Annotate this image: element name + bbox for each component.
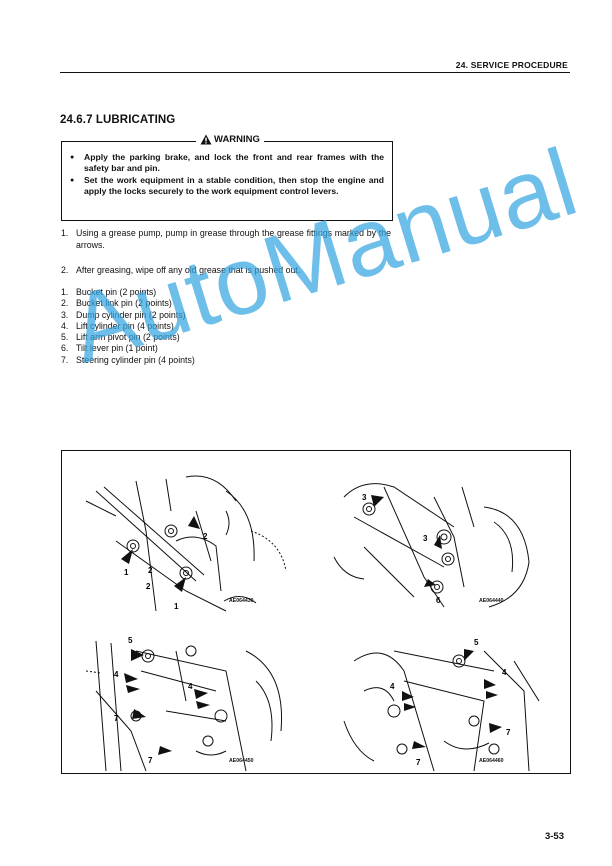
list-item: 7. Steering cylinder pin (4 points): [61, 355, 391, 366]
step-text: Using a grease pump, pump in grease thro…: [76, 228, 391, 250]
procedure-step: 2. After greasing, wipe off any old grea…: [61, 265, 391, 277]
figure-left-side-pins: 5 4 4 7 7: [85, 636, 283, 772]
figure-label: 5: [474, 638, 479, 647]
figure-label: 7: [148, 756, 153, 765]
header-title: 24. SERVICE PROCEDURE: [455, 60, 568, 70]
figure-label: 3: [362, 493, 367, 502]
page-header: 24. SERVICE PROCEDURE: [60, 58, 570, 73]
figure-label: 7: [114, 714, 119, 723]
item-text: Lift arm pivot pin (2 points): [76, 332, 180, 343]
figure-code: AE064450: [229, 758, 254, 764]
figure-label: 1: [174, 602, 179, 611]
figure-label: 4: [390, 682, 395, 691]
figure-bucket-pins: 2 1 2 1 2: [85, 475, 287, 612]
warning-label: WARNING: [214, 134, 260, 145]
warning-triangle-icon: [200, 134, 212, 145]
figure-code: AE064460: [479, 758, 504, 764]
list-item: 4. Lift cylinder pin (4 points): [61, 321, 391, 332]
warning-list: Apply the parking brake, and lock the fr…: [70, 152, 384, 197]
figure-label: 7: [506, 728, 511, 737]
figure-label: 2: [146, 582, 151, 591]
figure-label: 7: [416, 758, 421, 767]
item-number: 7.: [61, 354, 69, 365]
figure-label: 2: [203, 532, 208, 541]
figure-label: 4: [188, 682, 193, 691]
figure-label: 1: [124, 568, 129, 577]
item-text: Dump cylinder pin (2 points): [76, 309, 186, 320]
item-number: 3.: [61, 309, 69, 320]
grease-points-list: 1. Bucket pin (2 points) 2. Bucket link pi…: [61, 287, 391, 366]
item-number: 4.: [61, 320, 69, 331]
lubrication-figure-frame: 2 1 2 1 2 AE064430 3 3 6 AE064440: [61, 450, 571, 774]
step-number: 1.: [61, 228, 69, 238]
warning-box: WARNING Apply the parking brake, and loc…: [61, 134, 393, 221]
item-number: 6.: [61, 343, 69, 354]
list-item: 6. Tilt lever pin (1 point): [61, 343, 391, 354]
step-number: 2.: [61, 265, 69, 275]
figure-code: AE064440: [479, 598, 504, 604]
warning-item: Apply the parking brake, and lock the fr…: [70, 152, 384, 175]
figure-label: 6: [436, 596, 441, 605]
figure-label: 5: [128, 636, 133, 645]
step-text: After greasing, wipe off any old grease …: [76, 265, 301, 275]
figure-label: 3: [423, 534, 428, 543]
item-text: Lift cylinder pin (4 points): [76, 320, 174, 331]
item-text: Tilt lever pin (1 point): [76, 343, 158, 354]
item-text: Steering cylinder pin (4 points): [76, 354, 195, 365]
list-item: 3. Dump cylinder pin (2 points): [61, 310, 391, 321]
procedure-steps: 1. Using a grease pump, pump in grease t…: [61, 228, 391, 291]
warning-item: Set the work equipment in a stable condi…: [70, 175, 384, 198]
procedure-step: 1. Using a grease pump, pump in grease t…: [61, 228, 391, 251]
list-item: 2. Bucket link pin (2 points): [61, 298, 391, 309]
item-number: 2.: [61, 298, 69, 309]
figure-right-side-pins: 5 4 4 7 7: [343, 638, 540, 772]
item-text: Bucket pin (2 points): [76, 287, 157, 297]
figure-label: 4: [502, 668, 507, 677]
figure-code: AE064430: [229, 598, 254, 604]
figure-dump-cylinder-pins: 3 3 6: [333, 483, 530, 608]
item-number: 5.: [61, 332, 69, 343]
item-number: 1.: [61, 287, 69, 297]
warning-heading: WARNING: [196, 134, 264, 145]
section-title: 24.6.7 LUBRICATING: [60, 114, 176, 126]
figure-label: 4: [114, 670, 119, 679]
page-number: 3-53: [544, 831, 564, 842]
list-item: 1. Bucket pin (2 points): [61, 287, 391, 298]
list-item: 5. Lift arm pivot pin (2 points): [61, 332, 391, 343]
figure-label: 2: [148, 566, 153, 575]
item-text: Bucket link pin (2 points): [76, 298, 172, 309]
